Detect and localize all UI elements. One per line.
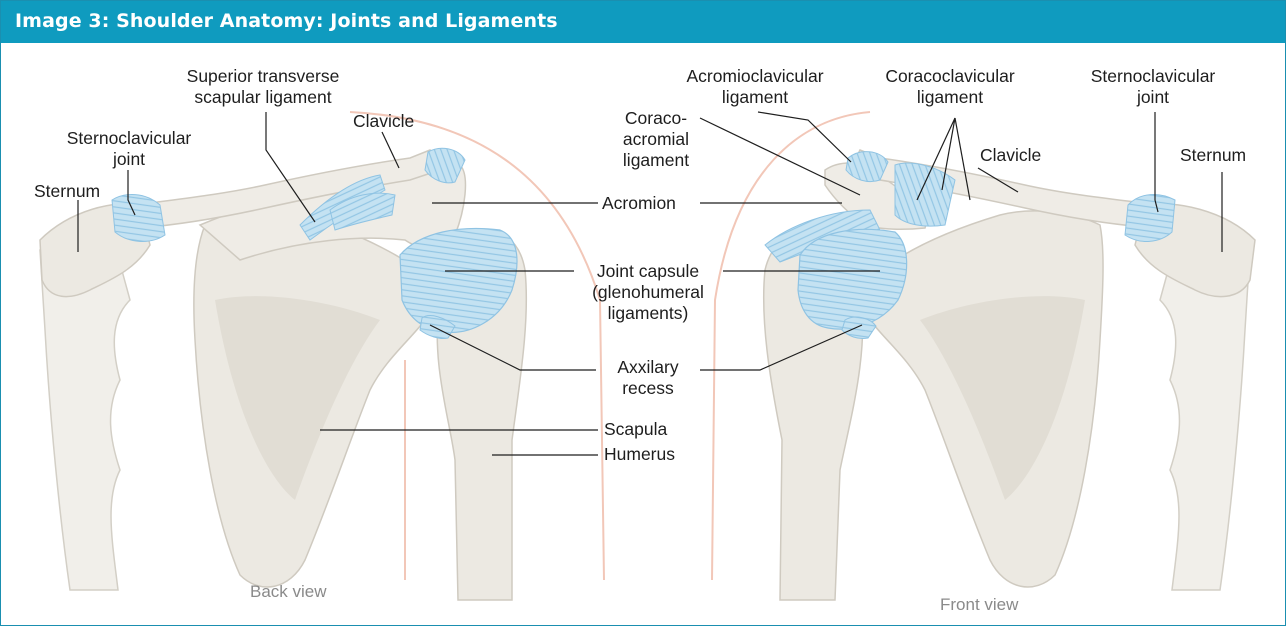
label-line: recess [598, 378, 698, 399]
label-acromion: Acromion [602, 193, 676, 214]
leader-acromioclavicular [758, 112, 851, 162]
label-sternum-left: Sternum [34, 181, 100, 202]
label-coraco-acromial-ligament: Coraco- acromial ligament [608, 108, 704, 171]
label-line: Axxilary [598, 357, 698, 378]
label-line: joint [54, 149, 204, 170]
label-line: joint [1078, 87, 1228, 108]
label-superior-transverse-scapular-ligament: Superior transverse scapular ligament [158, 66, 368, 108]
label-sternoclavicular-joint-right: Sternoclavicular joint [1078, 66, 1228, 108]
label-line: Sternoclavicular [54, 128, 204, 149]
label-line: Coraco- [608, 108, 704, 129]
label-sternoclavicular-joint-left: Sternoclavicular joint [54, 128, 204, 170]
label-line: ligaments) [568, 303, 728, 324]
label-clavicle-left: Clavicle [353, 111, 414, 132]
caption-front-view: Front view [940, 594, 1018, 615]
label-line: Sternoclavicular [1078, 66, 1228, 87]
label-scapula: Scapula [604, 419, 667, 440]
front-view-illustration [712, 112, 1255, 600]
label-line: acromial [608, 129, 704, 150]
label-joint-capsule: Joint capsule (glenohumeral ligaments) [568, 261, 728, 324]
label-line: Coracoclavicular [860, 66, 1040, 87]
label-line: Acromioclavicular [660, 66, 850, 87]
label-coracoclavicular-ligament: Coracoclavicular ligament [860, 66, 1040, 108]
label-line: Superior transverse [158, 66, 368, 87]
label-line: ligament [860, 87, 1040, 108]
label-line: Joint capsule [568, 261, 728, 282]
label-line: (glenohumeral [568, 282, 728, 303]
label-sternum-right: Sternum [1180, 145, 1246, 166]
caption-back-view: Back view [250, 581, 327, 602]
label-clavicle-right: Clavicle [980, 145, 1041, 166]
sternoclavicular-ligament-right [1125, 195, 1175, 242]
label-acromioclavicular-ligament: Acromioclavicular ligament [660, 66, 850, 108]
leader-coracoacromial [700, 118, 860, 195]
label-line: ligament [660, 87, 850, 108]
back-view-illustration [40, 112, 604, 600]
label-axillary-recess: Axxilary recess [598, 357, 698, 399]
label-line: ligament [608, 150, 704, 171]
label-line: scapular ligament [158, 87, 368, 108]
label-humerus: Humerus [604, 444, 675, 465]
